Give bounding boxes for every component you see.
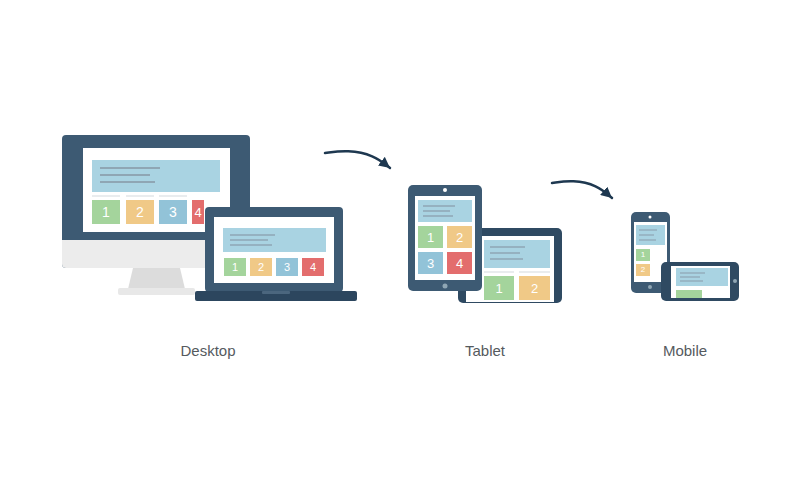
tile-number: 2: [531, 282, 538, 295]
tile-number: 3: [284, 262, 290, 273]
tile-number: 4: [194, 206, 201, 219]
tile-number: 1: [232, 262, 238, 273]
tile-number: 4: [310, 262, 316, 273]
layout-tile: 2: [126, 200, 154, 224]
device-label: Mobile: [663, 342, 707, 360]
device-group: 1 2Mobile: [612, 160, 745, 370]
layout-tile: 1: [92, 200, 120, 224]
tile-number: 2: [136, 205, 144, 219]
tile-number: 1: [427, 231, 434, 244]
device-label: Desktop: [180, 342, 235, 360]
layout-tile: 1: [418, 226, 443, 248]
device-label: Tablet: [465, 342, 505, 360]
tile-number: 2: [456, 231, 463, 244]
tablet-portrait: [408, 185, 482, 291]
layout-tile: 3: [159, 200, 187, 224]
laptop: [195, 207, 357, 301]
layout-tile: 2: [250, 258, 272, 276]
layout-tile: 1: [484, 276, 514, 300]
phone-landscape: [661, 262, 739, 301]
tile-number: 1: [102, 205, 110, 219]
layout-tile: 2: [636, 264, 650, 276]
layout-tile: 2: [519, 276, 550, 300]
layout-tile: 1: [636, 249, 650, 261]
tile-number: 1: [641, 251, 645, 259]
layout-tile: 2: [447, 226, 472, 248]
layout-tile: 4: [192, 200, 204, 224]
layout-tile: 1: [224, 258, 246, 276]
tile-number: 2: [258, 262, 264, 273]
layout-tile: 4: [447, 252, 472, 274]
layout-tile: 3: [276, 258, 298, 276]
tile-number: 3: [169, 205, 177, 219]
tile-number: 2: [641, 266, 645, 274]
device-group: 1 2 3 4 1 2Tablet: [390, 140, 552, 370]
flow-arrow: [552, 181, 612, 198]
device-group: 1 2 3 4 1 2 3 4Desktop: [55, 120, 325, 370]
layout-tile: 4: [302, 258, 324, 276]
tile-number: 3: [427, 257, 434, 270]
tile-number: 4: [456, 257, 463, 270]
tile-number: 1: [495, 282, 502, 295]
flow-arrow: [325, 151, 390, 168]
layout-tile: 3: [418, 252, 443, 274]
